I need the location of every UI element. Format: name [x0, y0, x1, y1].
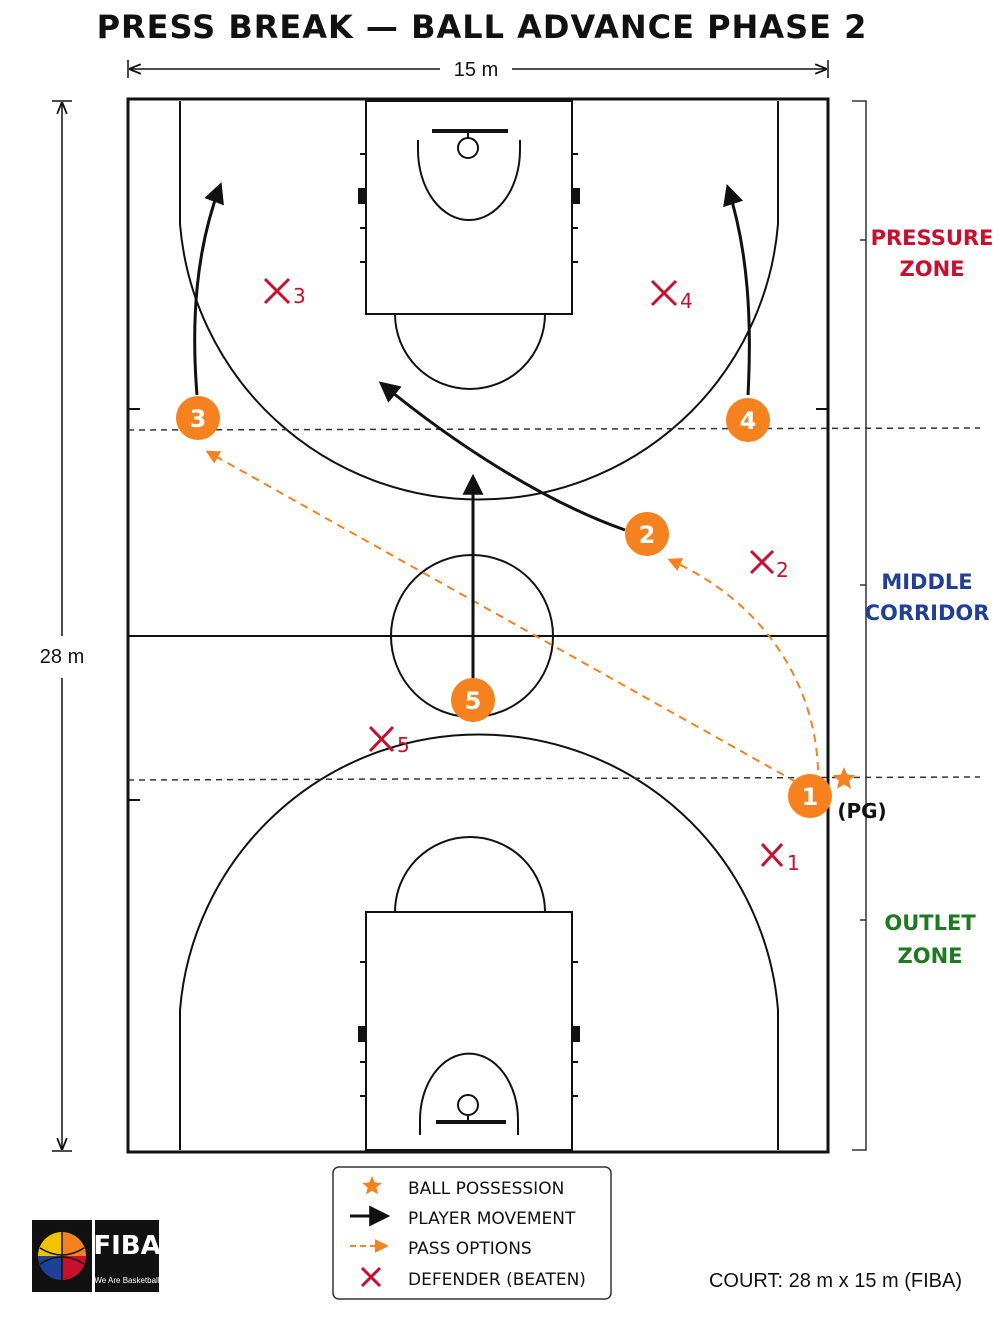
- fiba-logo: FIBA We Are Basketball: [32, 1220, 161, 1292]
- diagram-title: PRESS BREAK — BALL ADVANCE PHASE 2: [97, 8, 868, 46]
- svg-text:1: 1: [787, 851, 800, 875]
- svg-text:4: 4: [680, 289, 693, 313]
- three-point-line-top: [179, 101, 779, 501]
- player-1: 1: [788, 774, 832, 818]
- free-throw-arc-top: [394, 313, 546, 390]
- svg-text:4: 4: [740, 407, 757, 435]
- lane-marks: [360, 153, 578, 1097]
- key-top: [365, 100, 573, 315]
- svg-text:MIDDLE: MIDDLE: [881, 570, 972, 594]
- svg-text:FIBA: FIBA: [93, 1231, 160, 1261]
- rim-bottom: [457, 1094, 479, 1116]
- length-dimension: 28 m: [40, 100, 84, 1152]
- free-throw-arc-bottom: [394, 836, 546, 913]
- svg-text:5: 5: [465, 687, 482, 715]
- star-icon: [362, 1176, 382, 1195]
- svg-text:3: 3: [293, 284, 306, 308]
- zone-divider-upper: [127, 427, 981, 431]
- legend-label-movement: PLAYER MOVEMENT: [408, 1209, 576, 1229]
- svg-text:1: 1: [802, 783, 819, 811]
- movement-player-4: [723, 184, 751, 396]
- zone-label-pressure: PRESSURE ZONE: [871, 226, 994, 281]
- svg-text:CORRIDOR: CORRIDOR: [865, 601, 990, 625]
- pass-option-1-to-3: [205, 450, 797, 783]
- court: [126, 97, 830, 1154]
- zone-label-outlet: OUTLET ZONE: [884, 911, 976, 968]
- x-icon: [360, 1266, 382, 1288]
- width-label: 15 m: [454, 59, 498, 81]
- svg-text:2: 2: [776, 558, 789, 582]
- legend-label-defender: DEFENDER (BEATEN): [408, 1270, 586, 1290]
- pass-option-1-to-2: [667, 558, 819, 771]
- three-point-line-bottom: [179, 733, 779, 1150]
- defender-x4: 4: [650, 279, 693, 313]
- legend-label-pass: PASS OPTIONS: [408, 1239, 532, 1259]
- court-size-note: COURT: 28 m x 15 m (FIBA): [709, 1270, 962, 1292]
- point-guard-note: (PG): [837, 799, 886, 823]
- width-dimension: 15 m: [127, 59, 829, 81]
- length-label: 28 m: [40, 646, 84, 668]
- zone-label-middle: MIDDLE CORRIDOR: [865, 570, 990, 625]
- ball-possession-star-icon: [832, 767, 856, 789]
- defender-x3: 3: [263, 277, 306, 308]
- defender-x5: 5: [368, 725, 410, 757]
- movement-player-2: [378, 381, 626, 532]
- svg-text:We Are Basketball: We Are Basketball: [94, 1276, 159, 1285]
- restricted-arc-bottom: [419, 1052, 519, 1135]
- block-marks: [358, 188, 580, 1042]
- svg-text:3: 3: [190, 405, 207, 433]
- legend-label-ball: BALL POSSESSION: [408, 1179, 564, 1199]
- legend: BALL POSSESSION PLAYER MOVEMENT PASS OPT…: [332, 1166, 612, 1300]
- svg-text:OUTLET: OUTLET: [884, 911, 976, 935]
- court-boundary: [126, 97, 830, 1154]
- svg-text:ZONE: ZONE: [898, 944, 963, 968]
- svg-text:ZONE: ZONE: [900, 257, 965, 281]
- defender-x1: 1: [760, 842, 800, 875]
- svg-text:5: 5: [397, 733, 410, 757]
- player-3: 3: [176, 396, 220, 440]
- svg-text:PRESSURE: PRESSURE: [871, 226, 994, 250]
- zone-bracket: [852, 100, 867, 1151]
- defender-x2: 2: [749, 549, 789, 582]
- rim-top: [457, 137, 479, 159]
- svg-text:2: 2: [639, 521, 656, 549]
- restricted-arc-top: [417, 140, 521, 221]
- movement-player-3: [193, 182, 224, 396]
- player-4: 4: [726, 398, 770, 442]
- player-5: 5: [451, 678, 495, 722]
- player-2: 2: [625, 512, 669, 556]
